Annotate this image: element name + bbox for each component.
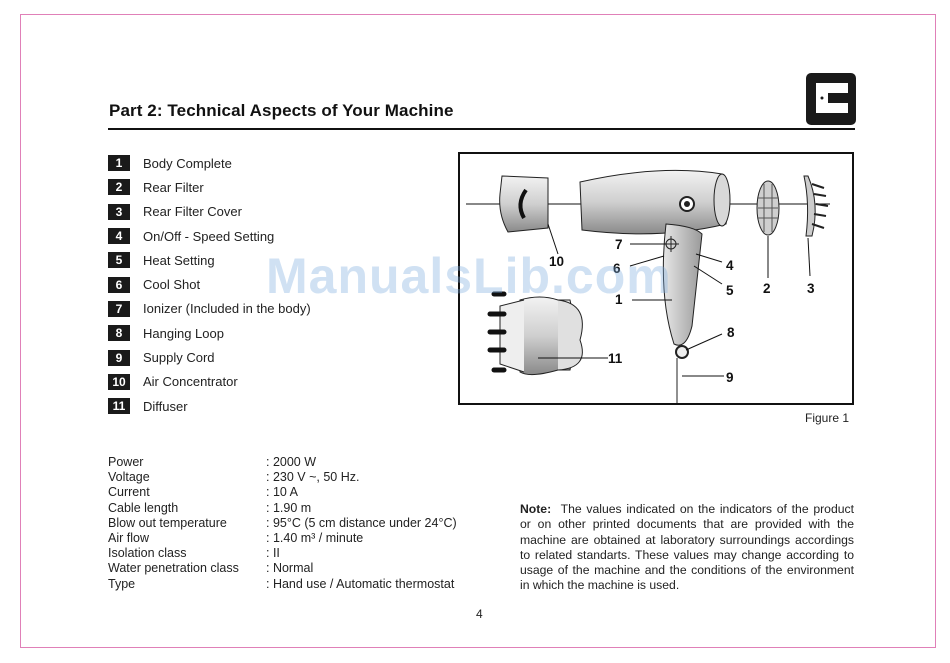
specifications-table: Power : 2000 W Voltage : 230 V ~, 50 Hz. C…	[108, 455, 457, 592]
spec-row: Voltage : 230 V ~, 50 Hz.	[108, 470, 457, 485]
page-number: 4	[476, 607, 483, 621]
spec-key: Cable length	[108, 500, 179, 515]
part-label: Air Concentrator	[143, 374, 238, 390]
callout-4: 4	[726, 258, 734, 273]
spec-row: Isolation class : II	[108, 546, 457, 561]
spec-row: Current : 10 A	[108, 485, 457, 500]
spec-key: Voltage	[108, 470, 150, 485]
list-item: 7 Ionizer (Included in the body)	[108, 297, 311, 321]
list-item: 8 Hanging Loop	[108, 321, 311, 345]
part-label: Body Complete	[143, 155, 232, 171]
part-label: Rear Filter Cover	[143, 204, 242, 220]
part-number: 11	[108, 398, 130, 415]
part-label: Rear Filter	[143, 179, 204, 195]
spec-value: : 230 V ~, 50 Hz.	[266, 470, 360, 485]
part-number: 5	[108, 252, 130, 269]
part-number: 3	[108, 203, 130, 220]
list-item: 11 Diffuser	[108, 394, 311, 418]
list-item: 3 Rear Filter Cover	[108, 200, 311, 224]
callout-5: 5	[726, 283, 734, 298]
note-text: The values indicated on the indicators o…	[520, 502, 854, 593]
part-number: 10	[108, 373, 130, 390]
hair-dryer-figure: 10 7 6 1 4 5 2 3 8 11 9	[458, 152, 854, 405]
spec-key: Isolation class	[108, 546, 187, 561]
hair-dryer-illustration: 10 7 6 1 4 5 2 3 8 11 9	[466, 169, 830, 403]
spec-value: : Normal	[266, 561, 314, 576]
part-label: Hanging Loop	[143, 325, 224, 341]
part-number: 1	[108, 155, 130, 172]
spec-key: Type	[108, 576, 136, 591]
figure-caption: Figure 1	[805, 411, 850, 425]
callout-8: 8	[727, 325, 735, 340]
list-item: 5 Heat Setting	[108, 248, 311, 272]
spec-value: : 1.40 m³ / minute	[266, 530, 364, 545]
part-label: Ionizer (Included in the body)	[143, 301, 311, 317]
spec-value: : 2000 W	[266, 455, 317, 469]
callout-9: 9	[726, 370, 734, 385]
spec-row: Cable length : 1.90 m	[108, 501, 457, 516]
spec-row: Water penetration class : Normal	[108, 561, 457, 576]
spec-key: Water penetration class	[108, 561, 239, 576]
callout-1: 1	[615, 292, 623, 307]
part-label: Cool Shot	[143, 277, 201, 293]
list-item: 4 On/Off - Speed Setting	[108, 224, 311, 248]
spec-value: : 10 A	[266, 485, 298, 500]
callout-7: 7	[615, 237, 623, 252]
callout-6: 6	[613, 261, 621, 276]
spec-key: Blow out temperature	[108, 515, 227, 530]
list-item: 9 Supply Cord	[108, 345, 311, 369]
watermark-text: ManualsLib.com	[266, 248, 672, 304]
note-paragraph: Note: The values indicated on the indica…	[520, 502, 854, 594]
callout-3: 3	[807, 281, 815, 296]
spec-row: Air flow : 1.40 m³ / minute	[108, 531, 457, 546]
part-label: Heat Setting	[143, 252, 215, 268]
list-item: 1 Body Complete	[108, 151, 311, 175]
callout-2: 2	[763, 281, 771, 296]
spec-row: Blow out temperature : 95°C (5 cm distanc…	[108, 516, 457, 531]
part-number: 7	[108, 300, 130, 317]
section-tab-icon	[806, 73, 856, 130]
spec-key: Power	[108, 455, 144, 469]
page-frame	[20, 14, 936, 648]
part-number: 2	[108, 179, 130, 196]
part-label: On/Off - Speed Setting	[143, 228, 275, 244]
spec-value: : 95°C (5 cm distance under 24°C)	[266, 515, 457, 530]
list-item: 6 Cool Shot	[108, 272, 311, 296]
title-rule	[108, 128, 855, 130]
spec-key: Air flow	[108, 530, 149, 545]
callout-11: 11	[608, 351, 623, 366]
spec-key: Current	[108, 485, 150, 500]
spec-row: Type : Hand use / Automatic thermostat	[108, 577, 457, 592]
part-number: 4	[108, 228, 130, 245]
spec-row: Power : 2000 W	[108, 455, 457, 470]
note-label: Note:	[520, 502, 552, 516]
part-number: 9	[108, 349, 130, 366]
part-number: 8	[108, 325, 130, 342]
list-item: 10 Air Concentrator	[108, 370, 311, 394]
part-label: Diffuser	[143, 398, 188, 414]
parts-list: 1 Body Complete 2 Rear Filter 3 Rear Filter…	[108, 151, 311, 418]
part-number: 6	[108, 276, 130, 293]
list-item: 2 Rear Filter	[108, 175, 311, 199]
callout-10: 10	[549, 254, 564, 269]
page-title: Part 2: Technical Aspects of Your Machin…	[109, 101, 454, 120]
spec-value: : II	[266, 546, 280, 561]
spec-value: : Hand use / Automatic thermostat	[266, 576, 455, 591]
part-label: Supply Cord	[143, 350, 215, 366]
spec-value: : 1.90 m	[266, 500, 312, 515]
